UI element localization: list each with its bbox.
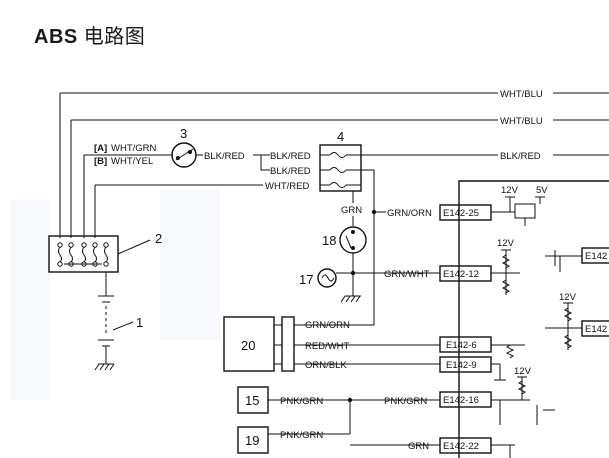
brake-lamp-17 xyxy=(317,268,337,288)
label-grn: GRN xyxy=(341,205,362,216)
title-rest: 电路图 xyxy=(77,26,146,48)
label-grn-orn: GRN/ORN xyxy=(387,208,432,219)
pin-e142-right-1: E142 xyxy=(581,247,609,264)
component-number-4: 4 xyxy=(337,129,344,144)
svg-text:E142-12: E142-12 xyxy=(443,269,479,280)
sensor-19 xyxy=(237,426,269,454)
label-5v: 5V xyxy=(536,185,548,196)
svg-text:E142-16: E142-16 xyxy=(443,395,479,406)
ecu-resistor-12b xyxy=(501,279,511,294)
ground-17-hatch-1 xyxy=(340,295,346,303)
component-number-15: 15 xyxy=(245,393,259,408)
wire-a xyxy=(83,154,173,238)
title-abs: ABS xyxy=(34,26,78,48)
ecu-resistor-r2a xyxy=(563,307,573,322)
label-grn-orn-20: GRN/ORN xyxy=(305,320,350,331)
pin-e142-9: E142-9 xyxy=(439,356,492,373)
ecu-resistor-16 xyxy=(517,380,527,395)
ecu-resistor-12a xyxy=(501,254,511,269)
pin-e142-22: E142-22 xyxy=(439,437,492,454)
label-orn-blk: ORN/BLK xyxy=(305,360,347,371)
ground-17-hatch-2 xyxy=(345,295,351,303)
label-12v-4: 12V xyxy=(514,366,532,377)
page-title: ABS 电路图 xyxy=(34,20,145,49)
svg-text:E142-25: E142-25 xyxy=(443,208,479,219)
module-20 xyxy=(223,316,275,372)
ground-1-hatch-2 xyxy=(99,363,105,371)
pin-e142-6: E142-6 xyxy=(439,336,492,353)
label-fuse-in-3: WHT/RED xyxy=(265,181,309,192)
label-pnk-grn-15: PNK/GRN xyxy=(280,396,323,407)
label-fuse-in-1: BLK/RED xyxy=(270,151,311,162)
fuse-3-icon xyxy=(329,182,347,188)
ecu-resistor-6 xyxy=(505,344,515,359)
pin-e142-right-2: E142 xyxy=(581,320,609,337)
label-wht-yel: WHT/YEL xyxy=(111,156,153,167)
svg-text:E142-9: E142-9 xyxy=(446,360,477,371)
wire-sw3-to-fuse xyxy=(253,154,270,171)
leader-1 xyxy=(112,321,134,331)
svg-text:E142-6: E142-6 xyxy=(446,340,477,351)
switch-18-contact-bottom xyxy=(351,246,355,250)
svg-text:E142: E142 xyxy=(585,251,607,262)
fuse-2-icon xyxy=(329,167,347,173)
component-number-1: 1 xyxy=(136,315,143,330)
fuse-1-icon xyxy=(329,152,347,158)
ground-17-hatch-4 xyxy=(355,295,361,303)
ground-17-hatch-3 xyxy=(350,295,356,303)
label-wht-blu-2: WHT/BLU xyxy=(500,116,543,127)
svg-text:E142: E142 xyxy=(585,324,607,335)
connector-20 xyxy=(281,316,295,372)
label-grn-wht: GRN/WHT xyxy=(384,269,430,280)
pin-e142-16: E142-16 xyxy=(439,391,492,408)
ground-1-hatch-4 xyxy=(109,363,115,371)
ground-1-hatch-3 xyxy=(104,363,110,371)
label-a: [A] xyxy=(94,143,107,154)
pin-e142-12: E142-12 xyxy=(439,265,492,282)
label-grn-bottom: GRN xyxy=(408,441,429,452)
switch-18-blade xyxy=(345,235,352,249)
ground-1-hatch-1 xyxy=(94,363,100,371)
label-fuse-out-blk-red: BLK/RED xyxy=(500,151,541,162)
label-wht-blu-1: WHT/BLU xyxy=(500,89,543,100)
component-number-20: 20 xyxy=(241,338,255,353)
svg-text:E142-22: E142-22 xyxy=(443,441,479,452)
label-red-wht: RED/WHT xyxy=(305,341,350,352)
label-b: [B] xyxy=(94,156,107,167)
connector-2-fuse-links xyxy=(57,242,109,267)
label-wht-grn: WHT/GRN xyxy=(111,143,157,154)
component-number-3: 3 xyxy=(180,126,187,141)
component-number-2: 2 xyxy=(155,231,162,246)
switch-3-blade xyxy=(175,148,194,161)
fuse-box-4 xyxy=(319,144,362,192)
label-fuse-in-2: BLK/RED xyxy=(270,166,311,177)
ecu-module-border xyxy=(458,180,609,458)
component-number-19: 19 xyxy=(245,433,259,448)
component-number-17: 17 xyxy=(299,272,313,287)
pin-e142-25: E142-25 xyxy=(439,204,492,221)
label-pnk-grn-19: PNK/GRN xyxy=(280,430,323,441)
label-12v-1: 12V xyxy=(501,185,519,196)
lamp-17-filament xyxy=(321,274,335,282)
label-12v-2: 12V xyxy=(497,238,515,249)
component-number-18: 18 xyxy=(322,233,336,248)
label-sw3-blk-red: BLK/RED xyxy=(204,151,245,162)
ecu-resistor-r2b xyxy=(563,334,573,349)
switch-18-contact-top xyxy=(351,230,355,234)
background-watermark xyxy=(10,190,220,400)
label-pnk-grn-bus: PNK/GRN xyxy=(384,396,427,407)
leader-2 xyxy=(117,239,151,255)
label-12v-3: 12V xyxy=(559,292,577,303)
ecu-regulator xyxy=(514,203,536,219)
